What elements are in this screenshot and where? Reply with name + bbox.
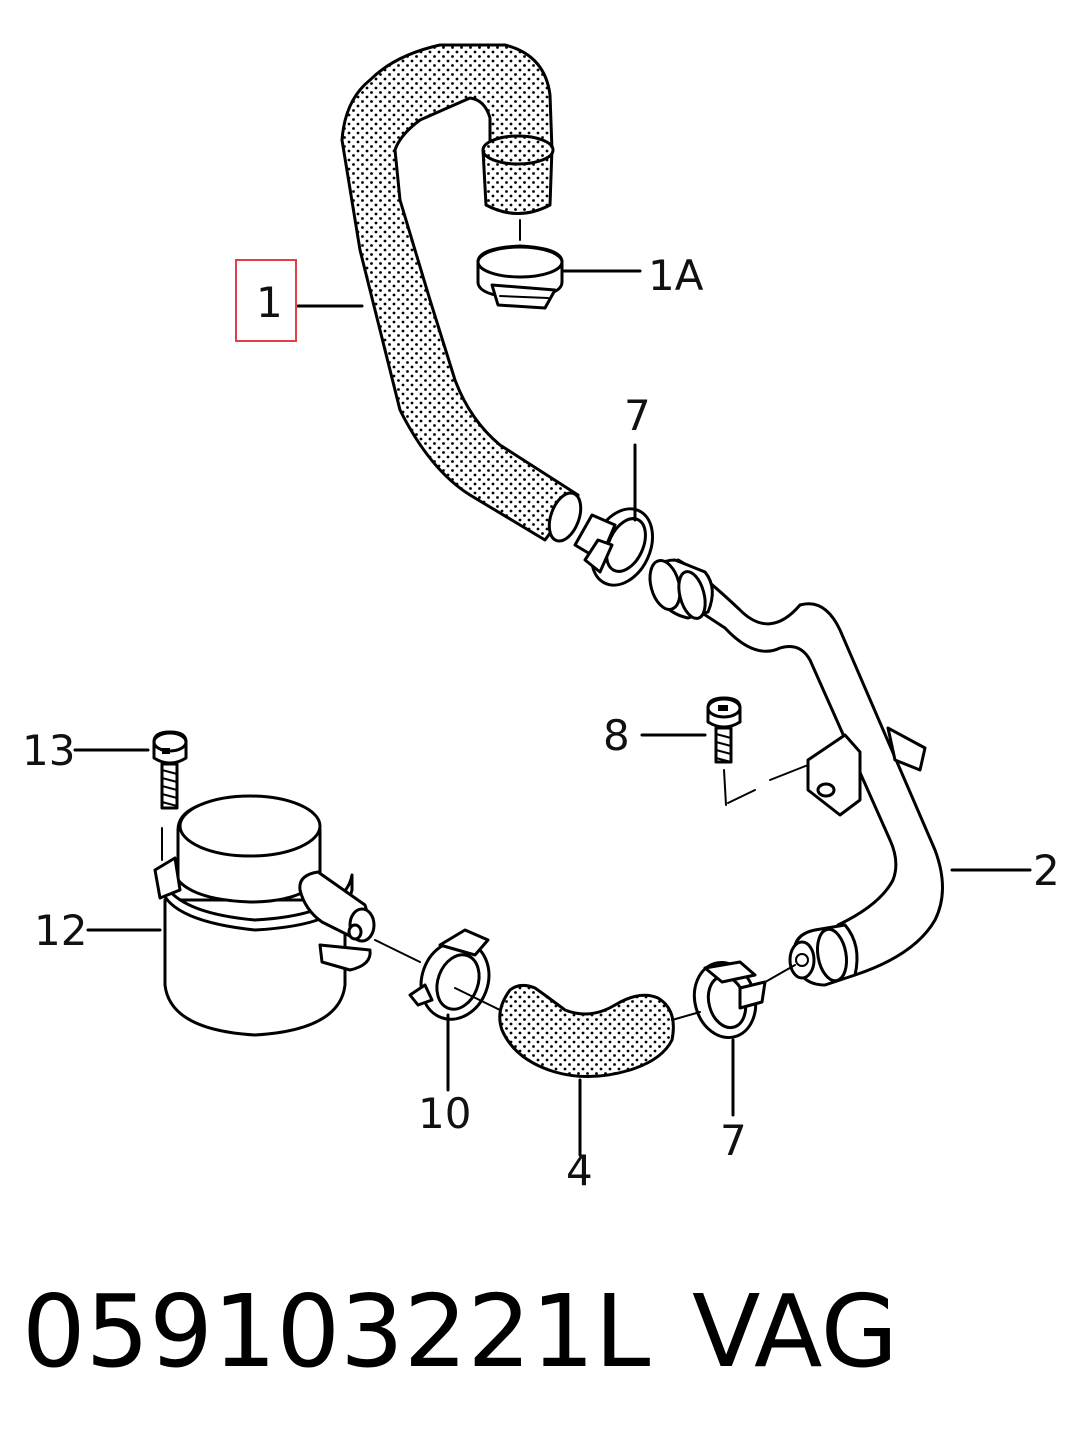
clamp-7-top [573, 507, 654, 587]
hose-1 [340, 43, 583, 543]
pipe-2-fitting-top [648, 558, 714, 620]
leader-lines [73, 269, 1032, 1157]
hose-1-sleeve [481, 134, 555, 241]
part-number: 059103221L [22, 1273, 651, 1390]
callout-7-top: 7 [624, 391, 651, 440]
callout-10: 10 [418, 1089, 471, 1138]
pipe-2-fitting-bottom [759, 923, 859, 987]
callout-7-bottom: 7 [720, 1116, 747, 1165]
clamp-1a [476, 244, 564, 310]
highlight-box [235, 259, 297, 342]
callout-1a: 1A [648, 251, 704, 300]
callout-4: 4 [566, 1146, 593, 1195]
pipe-2 [676, 558, 944, 977]
callout-8: 8 [603, 711, 630, 760]
screw-13 [152, 730, 188, 810]
clamp-10 [374, 928, 501, 1021]
callout-13: 13 [22, 726, 75, 775]
callout-12: 12 [34, 906, 87, 955]
callout-1: 1 [256, 278, 283, 327]
hose-4 [498, 983, 675, 1079]
screw-8 [706, 696, 742, 806]
clamp-7-bottom [671, 960, 767, 1040]
brand-name: VAG [692, 1273, 898, 1390]
callout-2: 2 [1033, 846, 1060, 895]
canister-12 [153, 794, 376, 1037]
